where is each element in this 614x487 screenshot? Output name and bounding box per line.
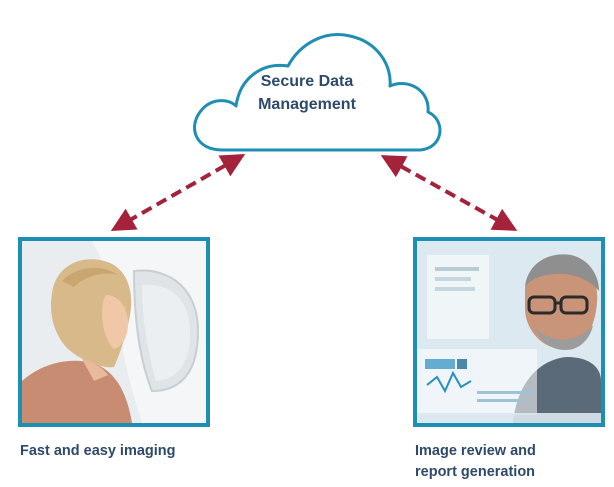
man-reviewing-images-photo xyxy=(417,241,601,423)
imaging-caption-text: Fast and easy imaging xyxy=(20,443,176,459)
review-photo-frame xyxy=(413,237,605,427)
connector-cloud-left xyxy=(110,154,246,231)
woman-at-imaging-device-photo xyxy=(22,241,206,423)
review-caption-line-1: Image review and xyxy=(415,443,536,459)
cloud-label-line-1: Secure Data xyxy=(260,73,354,90)
imaging-caption: Fast and easy imaging xyxy=(20,441,176,462)
review-caption: Image review and report generation xyxy=(415,441,536,483)
cloud-label-line-2: Management xyxy=(258,96,356,113)
imaging-photo-frame xyxy=(18,237,210,427)
cloud-label: Secure Data Management xyxy=(232,70,382,116)
connector-cloud-right xyxy=(380,155,518,231)
cloud-shape xyxy=(193,33,442,152)
review-caption-line-2: report generation xyxy=(415,464,536,480)
